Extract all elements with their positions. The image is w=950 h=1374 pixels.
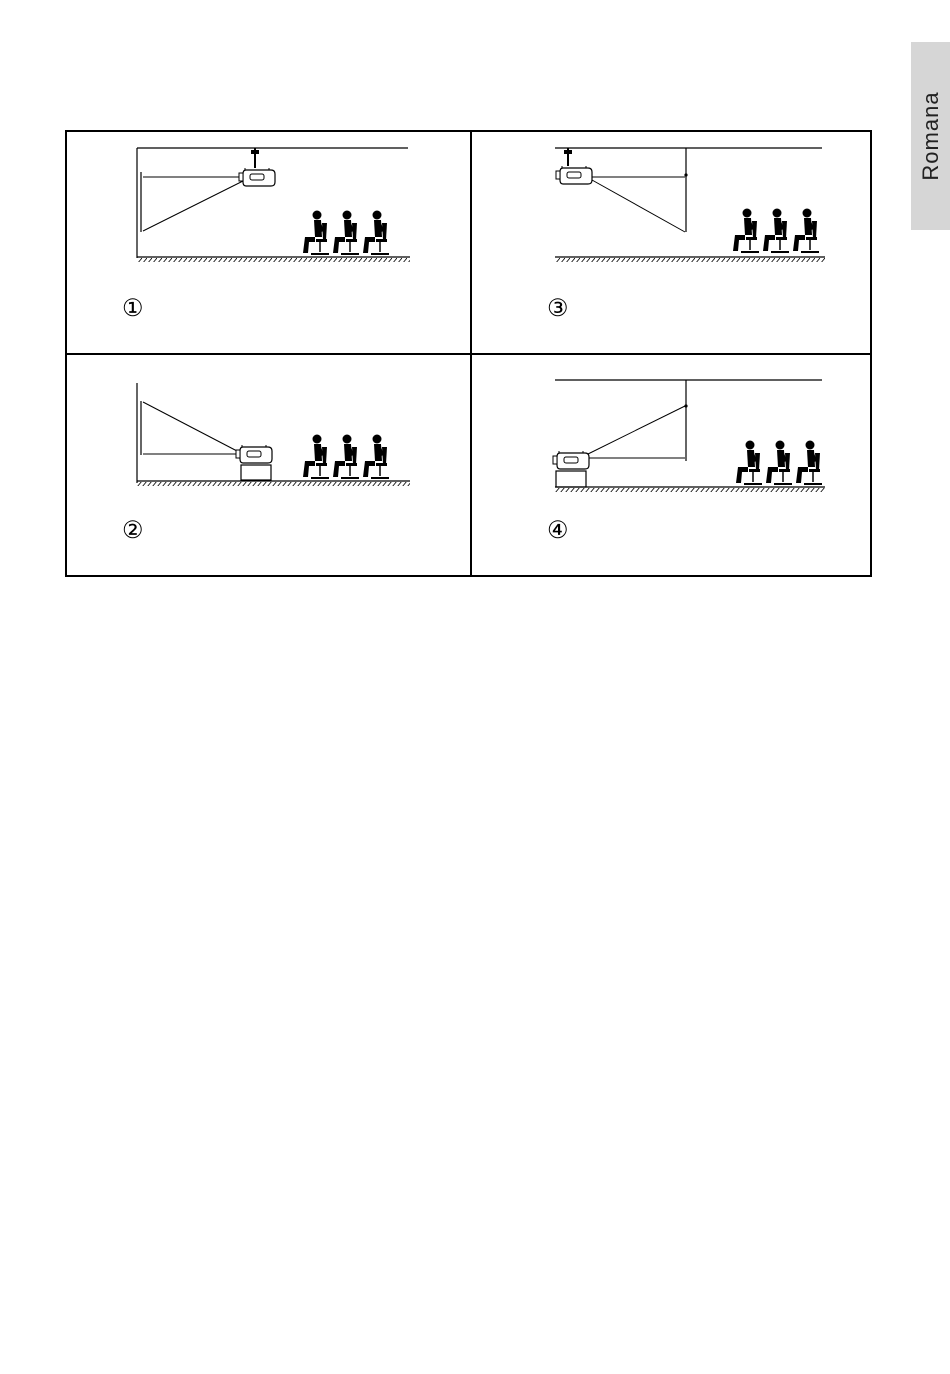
floor-hatch [137,258,410,262]
projector-icon [553,451,589,469]
floor-hatch [555,488,825,492]
language-tab-label: Romana [918,91,944,180]
figure-number: ④ [547,518,569,542]
figure-ceiling-rear: ③ [470,132,872,353]
beam-bottom [592,180,685,232]
figure-3-diagram [470,132,872,353]
audience-icon [796,441,822,486]
projector-icon [239,168,275,186]
audience-icon [303,211,329,256]
table-stand [556,471,586,487]
audience-icon [763,209,789,254]
audience-icon [736,441,762,486]
audience-icon [333,435,359,480]
projector-icon [556,166,592,184]
figure-ceiling-front: ① [67,132,469,353]
table-stand [241,465,271,480]
audience-icon [333,211,359,256]
floor-hatch [137,482,410,486]
figure-4-diagram [470,355,872,576]
audience-icon [303,435,329,480]
projector-icon [236,445,272,463]
audience-icon [793,209,819,254]
figure-table-front: ② [67,355,469,576]
language-tab: Romana [911,42,950,230]
audience-icon [363,211,389,256]
beam-top [143,402,237,451]
beam-top [588,406,685,454]
audience-icon [733,209,759,254]
audience-icon [363,435,389,480]
figure-number: ③ [547,296,569,320]
floor-hatch [555,258,825,262]
figure-number: ① [122,296,144,320]
figure-number: ② [122,518,144,542]
beam-bottom [143,180,245,231]
projection-setup-grid: ① ③ [65,130,872,577]
figure-table-rear: ④ [470,355,872,576]
audience-icon [766,441,792,486]
